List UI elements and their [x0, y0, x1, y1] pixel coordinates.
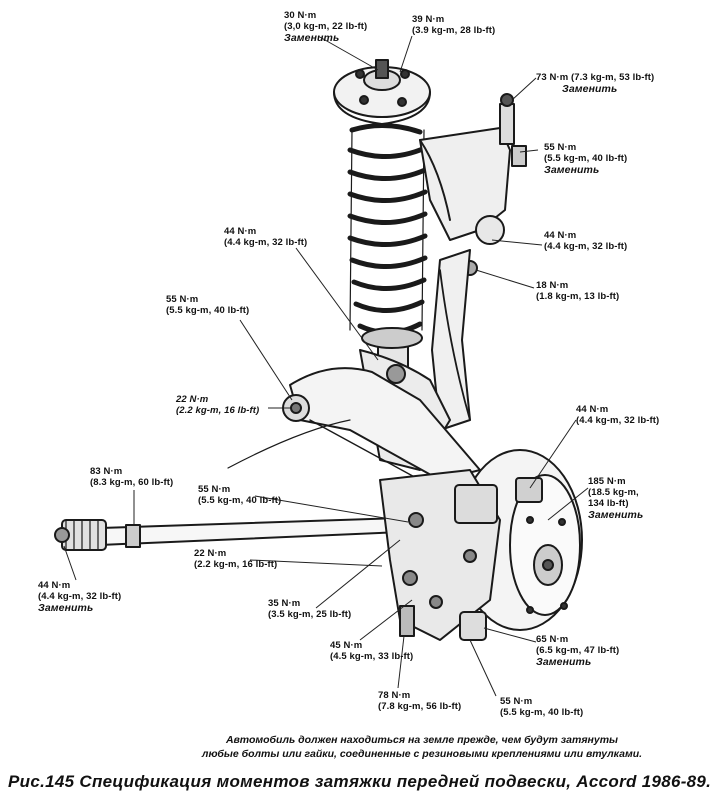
- torque-label-damper-pinch-bolt: 55 N·m (5.5 kg-m, 40 lb-ft): [166, 294, 249, 316]
- torque-label-radius-rod-front: 83 N·m (8.3 kg-m, 60 lb-ft): [90, 466, 173, 488]
- torque-value: 44 N·m: [576, 404, 609, 415]
- torque-label-caliper-upper: 44 N·m (4.4 kg-m, 32 lb-ft): [576, 404, 659, 426]
- torque-value: 35 N·m: [268, 598, 301, 609]
- radius-rod: [54, 517, 403, 551]
- strut-top-mount: [333, 59, 431, 125]
- torque-label-strut-center-nut: 39 N·m (3.9 kg-m, 28 lb-ft): [412, 14, 495, 36]
- replace-note: Заменить: [536, 656, 592, 668]
- torque-label-lower-ball-joint-bolt: 45 N·m (4.5 kg-m, 33 lb-ft): [330, 640, 413, 662]
- torque-conversion: (3,0 kg-m, 22 lb-ft): [284, 21, 368, 32]
- tightening-note-line-1: Автомобиль должен находиться на земле пр…: [225, 734, 619, 746]
- torque-value: 30 N·m: [284, 10, 317, 21]
- torque-conversion: (4.5 kg-m, 33 lb-ft): [330, 651, 414, 662]
- torque-value: 44 N·m: [224, 226, 257, 237]
- coil-spring: [347, 122, 428, 336]
- torque-label-radius-rod-nut: 44 N·m (4.4 kg-m, 32 lb-ft) Заменить: [38, 580, 121, 615]
- torque-label-damper-fork: 44 N·m (4.4 kg-m, 32 lb-ft): [224, 226, 307, 248]
- torque-conversion: (5.5 kg-m, 40 lb-ft): [166, 305, 250, 316]
- torque-value: 55 N·m: [500, 696, 533, 707]
- torque-value: 55 N·m: [544, 142, 577, 153]
- torque-label-radius-rod-knuckle: 55 N·m (5.5 kg-m, 40 lb-ft): [198, 484, 281, 506]
- torque-value: 55 N·m: [166, 294, 199, 305]
- figure-caption: Рис.145 Спецификация моментов затяжки пе…: [8, 772, 712, 791]
- torque-value: 44 N·m: [38, 580, 71, 591]
- brake-caliper: [379, 469, 543, 641]
- torque-conversion: (8.3 kg-m, 60 lb-ft): [90, 477, 174, 488]
- torque-value: 55 N·m: [198, 484, 231, 495]
- upper-control-arm: [419, 93, 527, 276]
- torque-value: 65 N·m: [536, 634, 569, 645]
- torque-value: 44 N·m: [544, 230, 577, 241]
- torque-label-lower-ball-joint-nut: 65 N·m (6.5 kg-m, 47 lb-ft) Заменить: [536, 634, 619, 669]
- torque-label-spindle-nut: 185 N·m (18.5 kg-m, 134 lb-ft) Заменить: [588, 476, 643, 522]
- replace-note: Заменить: [38, 602, 94, 614]
- torque-conversion: (4.4 kg-m, 32 lb-ft): [224, 237, 308, 248]
- torque-conversion: (2.2 kg-m, 16 lb-ft): [194, 559, 278, 570]
- torque-label-upper-arm-ball-joint: 73 N·m (7.3 kg-m, 53 lb-ft) Заменить: [536, 72, 654, 96]
- tightening-note-line-2: любые болты или гайки, соединенные с рез…: [201, 748, 643, 760]
- torque-value: 83 N·m: [90, 466, 123, 477]
- torque-label-lower-arm-bushing: 22 N·m (2.2 kg-m, 16 lb-ft): [176, 394, 259, 416]
- torque-conversion: (5.5 kg-m, 40 lb-ft): [544, 153, 628, 164]
- torque-conversion: (1.8 kg-m, 13 lb-ft): [536, 291, 620, 302]
- torque-conversion: (5.5 kg-m, 40 lb-ft): [198, 495, 282, 506]
- torque-conversion: (3.5 kg-m, 25 lb-ft): [268, 609, 352, 620]
- torque-conversion: (6.5 kg-m, 47 lb-ft): [536, 645, 620, 656]
- torque-label-lower-arm-bolt: 35 N·m (3.5 kg-m, 25 lb-ft): [268, 598, 351, 620]
- replace-note: Заменить: [284, 32, 340, 44]
- torque-label-stabilizer-link-upper: 18 N·m (1.8 kg-m, 13 lb-ft): [536, 280, 619, 302]
- torque-label-lower-arm-pivot: 55 N·m (5.5 kg-m, 40 lb-ft): [500, 696, 583, 718]
- torque-conversion: (5.5 kg-m, 40 lb-ft): [500, 707, 584, 718]
- torque-conversion: (3.9 kg-m, 28 lb-ft): [412, 25, 496, 36]
- torque-conversion: (4.4 kg-m, 32 lb-ft): [576, 415, 660, 426]
- torque-value: 78 N·m: [378, 690, 411, 701]
- torque-value: 73 N·m (7.3 kg-m, 53 lb-ft): [536, 72, 655, 83]
- replace-note: Заменить: [588, 509, 644, 521]
- torque-conversion: (2.2 kg-m, 16 lb-ft): [176, 405, 260, 416]
- torque-conversion: (7.8 kg-m, 56 lb-ft): [378, 701, 462, 712]
- torque-value: 22 N·m: [194, 548, 227, 559]
- torque-value: 18 N·m: [536, 280, 569, 291]
- torque-conversion: (18.5 kg-m,: [588, 487, 639, 498]
- torque-conversion: (4.4 kg-m, 32 lb-ft): [38, 591, 122, 602]
- torque-label-caliper-lower: 78 N·m (7.8 kg-m, 56 lb-ft): [378, 690, 461, 712]
- torque-label-upper-ball-joint-nut: 44 N·m (4.4 kg-m, 32 lb-ft): [544, 230, 627, 252]
- torque-value: 45 N·m: [330, 640, 363, 651]
- tightening-note: Автомобиль должен находиться на земле пр…: [178, 733, 666, 761]
- torque-label-upper-arm-bolt: 55 N·m (5.5 kg-m, 40 lb-ft) Заменить: [544, 142, 627, 177]
- stabilizer-link: [439, 269, 471, 421]
- torque-value: 185 N·m: [588, 476, 626, 487]
- replace-note: Заменить: [544, 164, 600, 176]
- torque-label-lower-knuckle: 22 N·m (2.2 kg-m, 16 lb-ft): [194, 548, 277, 570]
- torque-value: 39 N·m: [412, 14, 445, 25]
- torque-label-strut-top-nuts: 30 N·m (3,0 kg-m, 22 lb-ft) Заменить: [284, 10, 367, 45]
- torque-conversion-cont: 134 lb-ft): [588, 498, 629, 509]
- torque-conversion: (4.4 kg-m, 32 lb-ft): [544, 241, 628, 252]
- replace-note: Заменить: [562, 83, 618, 95]
- torque-value: 22 N·m: [176, 394, 209, 405]
